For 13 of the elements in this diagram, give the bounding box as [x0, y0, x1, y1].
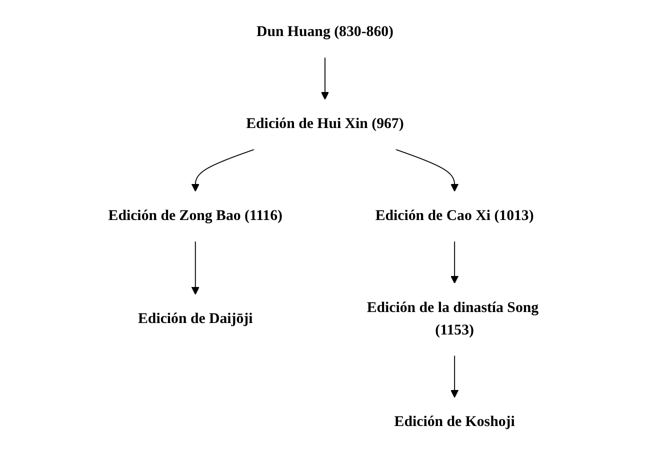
arrow — [190, 149, 254, 192]
node-text: Edición de Cao Xi (1013) — [374, 208, 534, 224]
arrow — [450, 355, 458, 398]
node-text: Dun Huang (830-860) — [256, 24, 394, 40]
arrow — [320, 57, 329, 100]
node-text: Edición de Daijōji — [138, 311, 252, 327]
node-text: Edición de Zong Bao (1116) — [108, 208, 282, 224]
node-text: Edición de Koshoji — [394, 414, 514, 430]
node-text: Edición de Hui Xin (967) — [246, 116, 404, 132]
arrow — [190, 240, 200, 295]
arrow — [450, 240, 458, 284]
node-text: Edición de la dinastía Song (1153) — [366, 300, 538, 338]
arrow — [394, 149, 458, 192]
